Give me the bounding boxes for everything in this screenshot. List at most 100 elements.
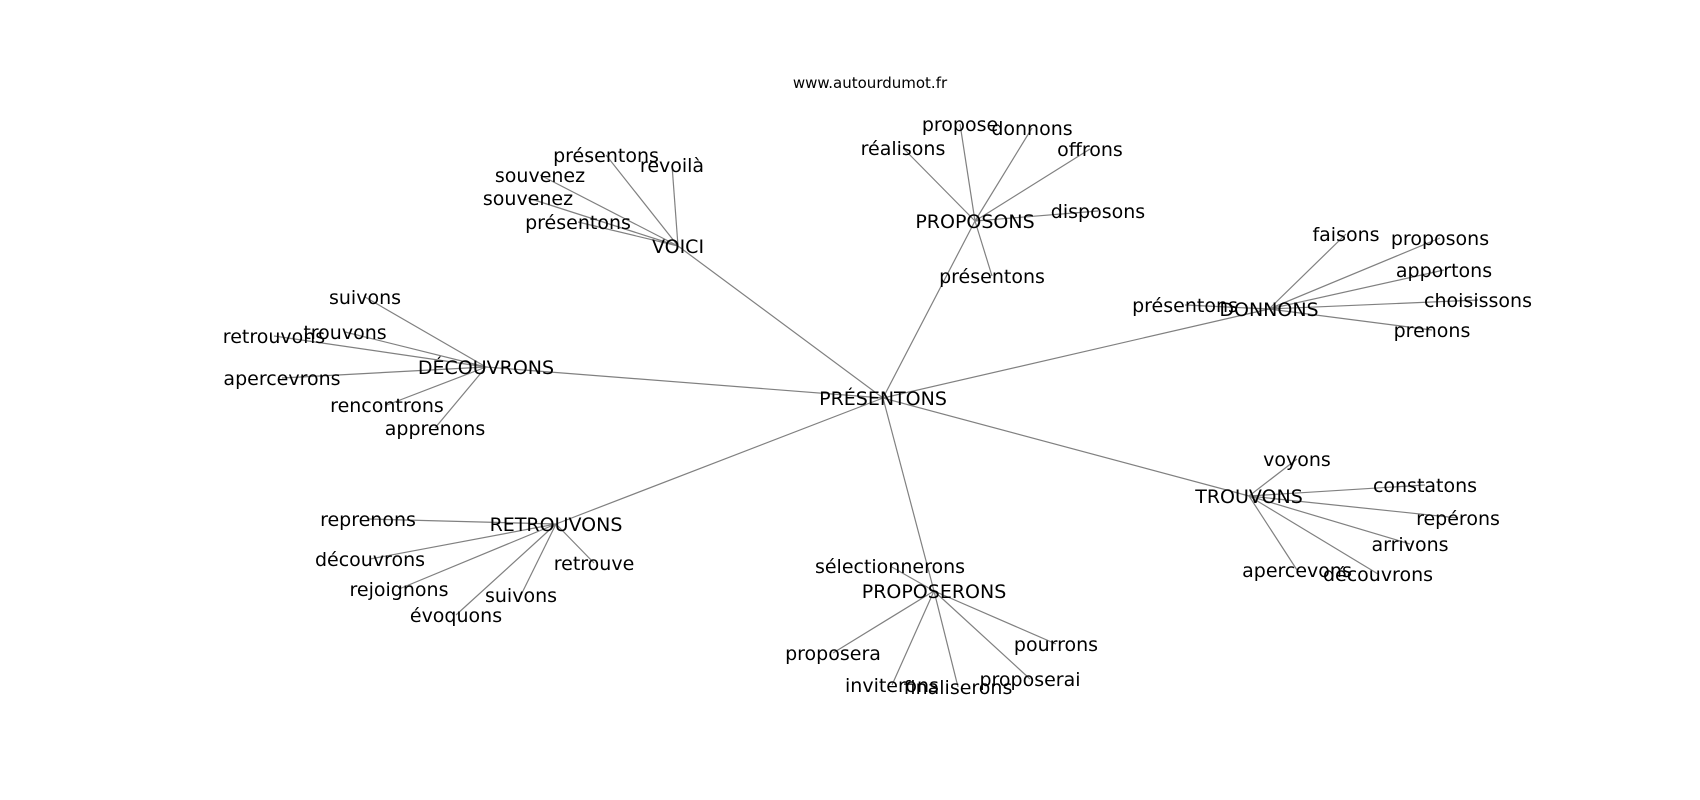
leaf-word[interactable]: découvrons — [1323, 564, 1433, 586]
edge-trouvons-3 — [1248, 495, 1411, 545]
leaf-word[interactable]: rencontrons — [330, 395, 444, 417]
leaf-word[interactable]: repérons — [1416, 508, 1500, 530]
edge-donnons-3 — [1268, 299, 1479, 310]
edge-decouvrons-3 — [281, 366, 487, 379]
leaf-word[interactable]: présentons — [1132, 295, 1238, 317]
leaf-word[interactable]: apercevons — [1242, 560, 1352, 582]
leaf-word[interactable]: souvenez — [483, 188, 573, 210]
hub-word-retrouvons[interactable]: RETROUVONS — [490, 514, 623, 536]
leaf-word[interactable]: apprenons — [385, 418, 485, 440]
edge-proposerons-2 — [933, 590, 1057, 645]
edge-center-retrouvons — [555, 397, 884, 525]
leaf-word[interactable]: apercevrons — [223, 368, 340, 390]
edge-voici-0 — [605, 154, 679, 247]
edge-retrouvons-1 — [369, 523, 557, 560]
leaf-word[interactable]: inviterons — [845, 675, 939, 697]
edge-proposons-0 — [959, 123, 976, 222]
leaf-word[interactable]: revoilà — [640, 155, 704, 177]
leaf-word[interactable]: offrons — [1057, 139, 1123, 161]
edge-voici-2 — [539, 174, 679, 247]
leaf-word[interactable]: retrouve — [554, 553, 635, 575]
edge-proposerons-0 — [889, 565, 935, 592]
leaf-word[interactable]: sélectionnerons — [815, 556, 965, 578]
edge-retrouvons-0 — [367, 518, 557, 525]
hub-word-proposons[interactable]: PROPOSONS — [915, 211, 1034, 233]
leaf-word[interactable]: évoquons — [410, 605, 502, 627]
edge-retrouvons-3 — [398, 523, 557, 590]
leaf-word[interactable]: retrouvons — [223, 326, 325, 348]
leaf-word[interactable]: proposerai — [979, 669, 1080, 691]
edge-donnons-4 — [1268, 308, 1433, 331]
edge-decouvrons-4 — [386, 366, 487, 406]
leaf-word[interactable]: constatons — [1373, 475, 1477, 497]
edge-proposerons-4 — [891, 590, 935, 686]
edge-retrouvons-4 — [520, 523, 557, 596]
edge-center-proposerons — [882, 397, 935, 592]
edge-trouvons-5 — [1248, 495, 1298, 571]
edge-voici-1 — [671, 164, 679, 247]
edge-decouvrons-0 — [364, 296, 487, 368]
edge-trouvons-1 — [1248, 484, 1426, 497]
hub-word-proposerons[interactable]: PROPOSERONS — [862, 581, 1007, 603]
edge-proposons-2 — [902, 147, 976, 222]
leaf-word[interactable]: présentons — [939, 266, 1045, 288]
center-word[interactable]: PRÉSENTONS — [819, 387, 947, 410]
hub-word-trouvons[interactable]: TROUVONS — [1194, 486, 1303, 508]
leaf-word[interactable]: arrivons — [1371, 534, 1448, 556]
leaf-word[interactable]: donnons — [991, 118, 1072, 140]
leaf-word[interactable]: souvenez — [495, 165, 585, 187]
edge-proposerons-3 — [933, 590, 1031, 680]
edge-center-donnons — [882, 308, 1270, 399]
edge-decouvrons-2 — [273, 335, 487, 368]
edge-center-trouvons — [882, 397, 1250, 497]
leaf-word[interactable]: voyons — [1263, 449, 1331, 471]
edge-proposons-3 — [974, 148, 1091, 222]
leaf-word[interactable]: présentons — [553, 145, 659, 167]
edge-donnons-0 — [1268, 233, 1347, 310]
graph-labels: PRÉSENTONSVOICIprésentonsrevoilàsouvenez… — [223, 114, 1532, 699]
edge-donnons-2 — [1268, 269, 1445, 310]
edge-decouvrons-1 — [344, 331, 487, 368]
leaf-word[interactable]: choisissons — [1424, 290, 1532, 312]
leaf-word[interactable]: proposons — [1391, 228, 1489, 250]
leaf-word[interactable]: prenons — [1394, 320, 1471, 342]
edge-center-decouvrons — [485, 366, 884, 399]
leaf-word[interactable]: découvrons — [315, 549, 425, 571]
leaf-word[interactable]: faisons — [1312, 224, 1379, 246]
edge-trouvons-0 — [1248, 458, 1298, 497]
leaf-word[interactable]: pourrons — [1014, 634, 1098, 656]
edge-voici-4 — [577, 221, 679, 247]
edge-proposerons-1 — [832, 590, 935, 654]
edge-trouvons-4 — [1248, 495, 1379, 575]
edge-center-voici — [677, 245, 884, 399]
hub-word-voici[interactable]: VOICI — [652, 236, 704, 258]
leaf-word[interactable]: apportons — [1396, 260, 1492, 282]
edge-voici-3 — [527, 197, 679, 247]
leaf-word[interactable]: suivons — [329, 287, 401, 309]
site-url: www.autourdumot.fr — [793, 74, 948, 92]
leaf-word[interactable]: présentons — [525, 212, 631, 234]
edge-proposerons-5 — [933, 590, 959, 688]
edge-donnons-5 — [1184, 304, 1270, 310]
leaf-word[interactable]: propose — [922, 114, 998, 136]
edge-proposons-4 — [974, 210, 1099, 222]
edge-donnons-1 — [1268, 237, 1441, 310]
edge-proposons-5 — [974, 220, 993, 277]
leaf-word[interactable]: suivons — [485, 585, 557, 607]
edge-retrouvons-5 — [455, 523, 557, 616]
leaf-word[interactable]: finaliserons — [904, 677, 1013, 699]
edge-trouvons-2 — [1248, 495, 1459, 519]
leaf-word[interactable]: rejoignons — [350, 579, 449, 601]
leaf-word[interactable]: reprenons — [320, 509, 416, 531]
leaf-word[interactable]: trouvons — [303, 322, 386, 344]
leaf-word[interactable]: proposera — [785, 643, 881, 665]
graph-edges — [273, 123, 1479, 688]
hub-word-donnons[interactable]: DONNONS — [1219, 299, 1318, 321]
edge-decouvrons-5 — [434, 366, 487, 429]
hub-word-decouvrons[interactable]: DÉCOUVRONS — [418, 356, 554, 379]
edge-retrouvons-2 — [555, 523, 595, 564]
leaf-word[interactable]: réalisons — [861, 138, 946, 160]
edge-center-proposons — [882, 220, 976, 399]
leaf-word[interactable]: disposons — [1051, 201, 1145, 223]
